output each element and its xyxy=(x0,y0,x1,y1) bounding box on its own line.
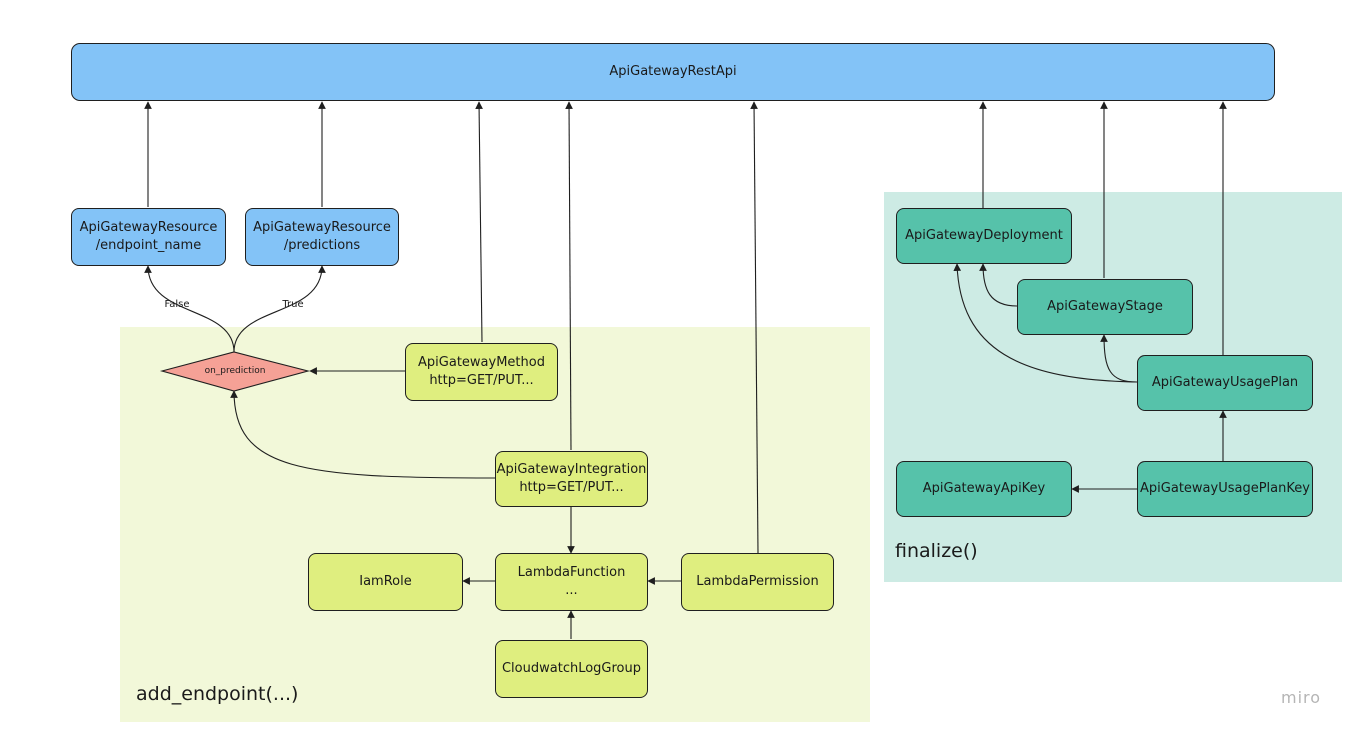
node-rest-api-label: ApiGatewayRestApi xyxy=(609,64,737,79)
node-lambda-permission-label: LambdaPermission xyxy=(696,574,819,589)
add-endpoint-frame-label: add_endpoint(...) xyxy=(136,683,299,705)
node-lambda-function-line2: ... xyxy=(565,583,578,598)
node-resource-endpoint-name-line2: /endpoint_name xyxy=(95,238,202,253)
edge-lambda-perm-to-restapi xyxy=(750,101,759,554)
edge-label-true: True xyxy=(282,299,304,310)
edge-usageplan-to-deployment xyxy=(953,263,1138,383)
node-stage-label: ApiGatewayStage xyxy=(1047,299,1163,314)
node-method-line1: ApiGatewayMethod xyxy=(418,355,545,370)
edge-usageplan-to-stage xyxy=(1100,334,1138,383)
edge-label-false: False xyxy=(164,299,190,310)
edge-integration-to-restapi xyxy=(565,101,573,451)
node-usage-plan[interactable]: ApiGatewayUsagePlan xyxy=(1137,355,1313,411)
node-lambda-function[interactable]: LambdaFunction ... xyxy=(495,553,648,611)
node-deployment-label: ApiGatewayDeployment xyxy=(905,228,1063,243)
node-stage[interactable]: ApiGatewayStage xyxy=(1017,279,1193,335)
node-lambda-permission[interactable]: LambdaPermission xyxy=(681,553,834,611)
node-resource-endpoint-name-line1: ApiGatewayResource xyxy=(79,220,218,235)
node-api-key-label: ApiGatewayApiKey xyxy=(922,481,1046,496)
node-deployment[interactable]: ApiGatewayDeployment xyxy=(896,208,1072,264)
decision-diamond xyxy=(159,351,311,392)
decision-label: on_prediction xyxy=(204,366,266,376)
node-resource-predictions[interactable]: ApiGatewayResource /predictions xyxy=(245,208,399,266)
node-usage-plan-key[interactable]: ApiGatewayUsagePlanKey xyxy=(1137,461,1313,517)
node-usage-plan-label: ApiGatewayUsagePlan xyxy=(1151,375,1299,390)
node-integration-line2: http=GET/PUT... xyxy=(519,480,624,495)
node-resource-predictions-line1: ApiGatewayResource xyxy=(253,220,391,235)
finalize-frame-label: finalize() xyxy=(895,540,978,562)
node-method-line2: http=GET/PUT... xyxy=(429,373,534,388)
node-cloudwatch-log-group[interactable]: CloudwatchLogGroup xyxy=(495,640,648,698)
node-api-key[interactable]: ApiGatewayApiKey xyxy=(896,461,1072,517)
node-usage-plan-key-label: ApiGatewayUsagePlanKey xyxy=(1140,481,1310,496)
node-resource-predictions-line2: /predictions xyxy=(283,238,361,253)
node-cloudwatch-log-group-label: CloudwatchLogGroup xyxy=(501,661,641,676)
edge-stage-to-deployment xyxy=(979,263,1018,307)
node-integration-line1: ApiGatewayIntegration xyxy=(496,462,647,477)
edge-method-to-restapi xyxy=(475,101,483,343)
node-method[interactable]: ApiGatewayMethod http=GET/PUT... xyxy=(405,343,558,401)
node-lambda-function-line1: LambdaFunction xyxy=(517,565,626,580)
miro-watermark: miro xyxy=(1281,688,1322,707)
node-resource-endpoint-name[interactable]: ApiGatewayResource /endpoint_name xyxy=(71,208,226,266)
edge-decision-false xyxy=(144,265,235,353)
edge-integration-to-decision xyxy=(230,390,496,479)
node-iam-role-label: IamRole xyxy=(359,574,412,589)
node-iam-role[interactable]: IamRole xyxy=(308,553,463,611)
node-integration[interactable]: ApiGatewayIntegration http=GET/PUT... xyxy=(495,451,648,507)
node-rest-api[interactable]: ApiGatewayRestApi xyxy=(71,43,1275,101)
edge-decision-true xyxy=(233,265,326,353)
